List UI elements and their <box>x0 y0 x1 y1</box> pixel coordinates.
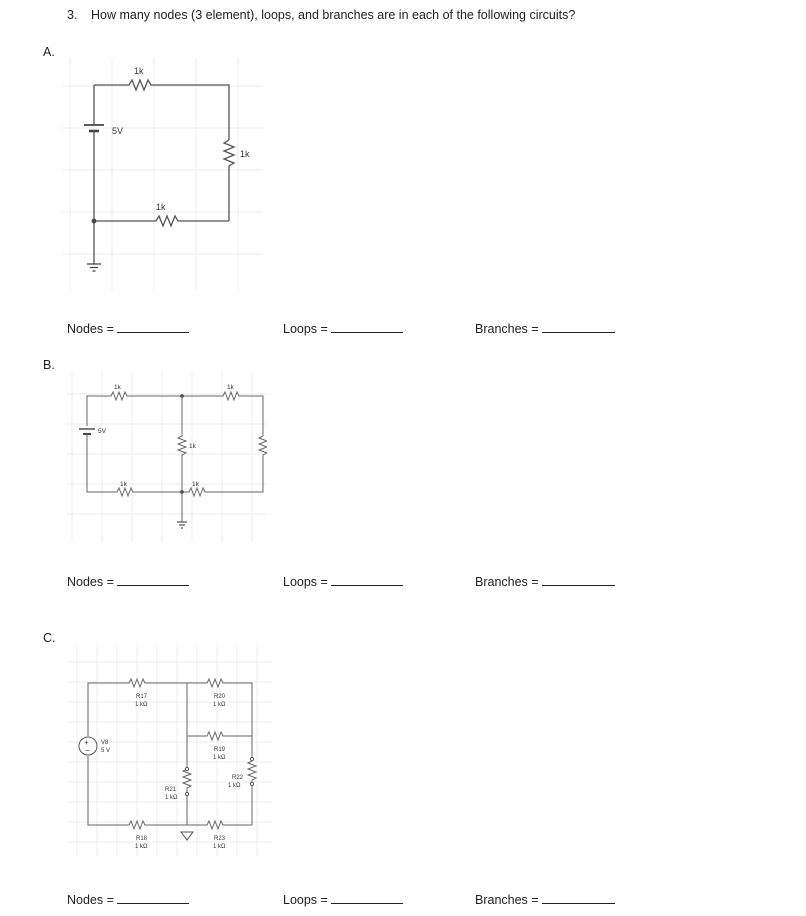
section-b-branches-label: Branches = <box>475 575 539 589</box>
section-c-nodes-blank[interactable] <box>116 902 189 904</box>
section-b-branches-field[interactable]: Branches = <box>475 575 615 589</box>
circuit-b-r4-label: 1k <box>189 443 197 450</box>
question-text: 3. How many nodes (3 element), loops, and… <box>67 8 575 22</box>
section-b-letter: B. <box>43 358 55 372</box>
circuit-c-terminal-r21-top <box>184 766 190 772</box>
section-a-loops-field[interactable]: Loops = <box>283 322 403 336</box>
circuit-c-r21-name: R21 <box>165 787 177 793</box>
circuit-c-r20-value: 1 kΩ <box>213 702 226 708</box>
section-c-branches-label: Branches = <box>475 893 539 907</box>
section-b-nodes-field[interactable]: Nodes = <box>67 575 189 589</box>
circuit-c-source-value: 5 V <box>101 748 110 754</box>
question-prompt: How many nodes (3 element), loops, and b… <box>91 8 576 22</box>
circuit-b-grid <box>67 372 267 542</box>
section-a-nodes-blank[interactable] <box>116 331 189 333</box>
circuit-b: 1k 1k 5V 1k 1k 1k 1k <box>67 372 267 542</box>
section-a-branches-label: Branches = <box>475 322 539 336</box>
svg-text:+: + <box>84 738 89 747</box>
circuit-c-terminal-r22-top <box>249 756 255 762</box>
circuit-a-grid <box>62 58 262 290</box>
section-b-loops-field[interactable]: Loops = <box>283 575 403 589</box>
section-b-loops-blank[interactable] <box>330 584 403 586</box>
circuit-c-r20-name: R20 <box>214 694 226 700</box>
circuit-b-r6-label: 1k <box>192 481 200 488</box>
circuit-a-source-label: 5V <box>112 126 123 136</box>
circuit-a-node-dot <box>91 218 97 224</box>
circuit-b-ground-icon <box>177 521 187 529</box>
section-a-loops-label: Loops = <box>283 322 328 336</box>
section-c-loops-label: Loops = <box>283 893 328 907</box>
circuit-c-r18-name: R18 <box>136 836 148 842</box>
circuit-c-r17-name: R17 <box>136 694 148 700</box>
section-c-branches-blank[interactable] <box>541 902 615 904</box>
circuit-c-source-name: V8 <box>101 740 109 746</box>
circuit-c-terminal-r21-bottom <box>184 791 190 797</box>
circuit-c-r21-value: 1 kΩ <box>165 795 178 801</box>
circuit-c-voltage-source-icon: + − <box>78 736 98 756</box>
circuit-c-r22-value: 1 kΩ <box>228 783 241 789</box>
section-c-nodes-label: Nodes = <box>67 893 114 907</box>
section-a-branches-field[interactable]: Branches = <box>475 322 615 336</box>
section-c-nodes-field[interactable]: Nodes = <box>67 893 189 907</box>
section-c-loops-field[interactable]: Loops = <box>283 893 403 907</box>
circuit-c-r19-value: 1 kΩ <box>213 755 226 761</box>
section-b-nodes-blank[interactable] <box>116 584 189 586</box>
section-c-branches-field[interactable]: Branches = <box>475 893 615 907</box>
circuit-c-r18-value: 1 kΩ <box>135 844 148 850</box>
circuit-c-terminal-r22-bottom <box>249 781 255 787</box>
circuit-b-r1-label: 1k <box>114 384 122 391</box>
section-b-nodes-label: Nodes = <box>67 575 114 589</box>
section-a-branches-blank[interactable] <box>541 331 615 333</box>
section-a-letter: A. <box>43 45 55 59</box>
circuit-c-r23-value: 1 kΩ <box>213 844 226 850</box>
circuit-a-r-bottom-label: 1k <box>156 202 166 212</box>
section-b-loops-label: Loops = <box>283 575 328 589</box>
section-c-loops-blank[interactable] <box>330 902 403 904</box>
section-c-letter: C. <box>43 631 56 645</box>
circuit-c: R17 1 kΩ + − V8 5 V R18 1 kΩ R21 1 kΩ R2… <box>67 646 273 856</box>
circuit-c-ground-icon <box>180 831 194 841</box>
circuit-c-r17-value: 1 kΩ <box>135 702 148 708</box>
circuit-c-grid <box>67 646 273 856</box>
svg-text:−: − <box>85 746 90 755</box>
circuit-b-r2-label: 1k <box>227 384 235 391</box>
section-a-nodes-field[interactable]: Nodes = <box>67 322 189 336</box>
circuit-a-r-right-label: 1k <box>240 149 250 159</box>
circuit-c-r22-name: R22 <box>232 775 244 781</box>
circuit-b-r3-label: 1k <box>120 481 128 488</box>
section-a-nodes-label: Nodes = <box>67 322 114 336</box>
circuit-a-ground-icon <box>87 263 101 272</box>
circuit-a: 1k 1k 1k 5V <box>62 58 262 290</box>
circuit-c-r19-name: R19 <box>214 747 226 753</box>
section-a-loops-blank[interactable] <box>330 331 403 333</box>
question-number: 3. <box>67 8 78 22</box>
circuit-c-r23-name: R23 <box>214 836 226 842</box>
circuit-a-r-top-label: 1k <box>134 66 144 76</box>
circuit-b-source-label: 5V <box>98 428 107 435</box>
section-b-branches-blank[interactable] <box>541 584 615 586</box>
